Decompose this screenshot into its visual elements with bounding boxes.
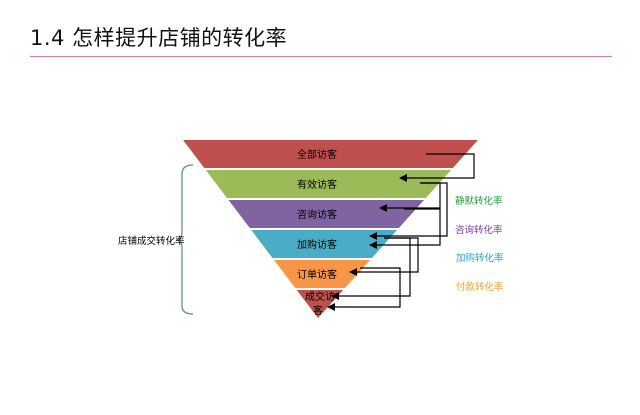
title-divider <box>30 56 612 57</box>
funnel-label-3: 咨询访客 <box>297 208 337 221</box>
rate-label-3: 加购转化率 <box>456 252 504 264</box>
connector-arrows <box>327 153 475 311</box>
rate-label-4: 付款转化率 <box>456 281 504 293</box>
funnel-band-2 <box>183 170 478 198</box>
arrow-8 <box>327 267 401 311</box>
funnel-label-2: 有效访客 <box>297 178 337 191</box>
arrow-7 <box>331 237 411 300</box>
arrow-1 <box>399 153 475 182</box>
arrow-5 <box>369 208 441 249</box>
funnel-label-5: 订单访客 <box>297 268 337 281</box>
rate-label-2: 咨询转化率 <box>455 224 503 236</box>
left-label: 店铺成交转化率 <box>118 235 185 247</box>
rate-label-1: 静默转化率 <box>455 195 503 207</box>
page-title: 1.4 怎样提升店铺的转化率 <box>30 26 288 50</box>
left-bracket <box>175 164 194 315</box>
funnel-label-6a: 成交访 <box>305 290 335 303</box>
funnel-label-1: 全部访客 <box>297 148 337 161</box>
arrow-4 <box>369 182 448 240</box>
funnel-label-6b: 客 <box>313 304 323 317</box>
funnel-label-4: 加购访客 <box>297 238 337 251</box>
